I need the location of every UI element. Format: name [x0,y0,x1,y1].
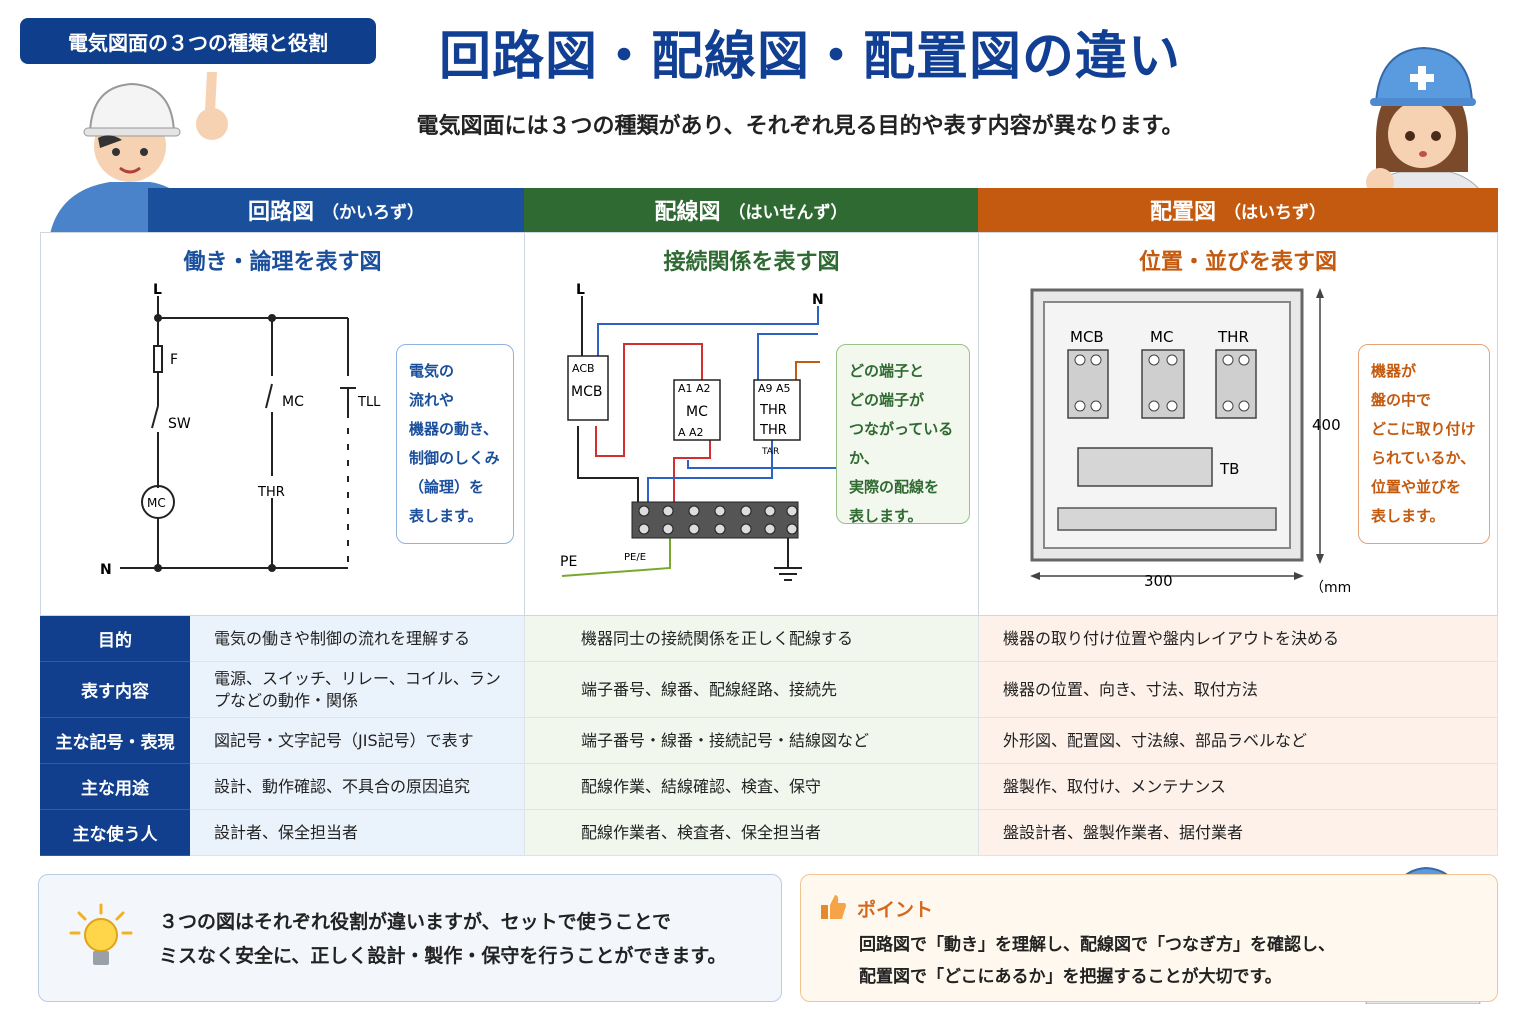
table-cell: 端子番号・線番・接続記号・結線図など [525,718,979,764]
table-cell: 機器の位置、向き、寸法、取付方法 [979,662,1498,718]
wiring-label-L: L [576,282,585,298]
circuit-reading: （かいろず） [322,202,424,223]
circuit-diagram-header: 回路図 （かいろず） [148,188,524,232]
circuit-label-MC-coil: MC [147,496,166,510]
page-subtitle: 電気図面には３つの種類があり、それぞれ見る目的や表す内容が異なります。 [416,114,1184,139]
layout-diagram-header: 配置図 （はいちず） [978,188,1498,232]
circuit-label-THR: THR [257,485,285,500]
table-cell: 端子番号、線番、配線経路、接続先 [525,662,979,718]
circuit-callout-line: 表します。 [409,507,483,525]
wiring-callout-line: どの端子が [849,391,925,409]
circuit-schematic: L N F SW MC MC THR TLL [100,282,381,578]
circuit-callout: 電気の 流れや 機器の動き、 制御のしくみ （論理）を 表します。 [396,344,514,544]
wiring-mc-bottom-terminals: A A2 [678,426,704,439]
circuit-label-SW: SW [168,416,191,432]
layout-callout-line: 位置や並びを [1371,478,1462,496]
topic-badge: 電気図面の３つの種類と役割 [20,18,376,64]
row-label-symbols: 主な記号・表現 [40,718,190,764]
table-cell: 電源、スイッチ、リレー、コイル、ランプなどの動作・関係 [190,662,525,718]
page-title: 回路図・配線図・配置図の違い [438,27,1181,87]
point-box: ポイント 回路図で「動き」を理解し、配線図で「つなぎ方」を確認し、 配置図で「ど… [800,874,1498,1002]
wiring-thr-bottom: TAR [761,447,779,457]
wiring-callout-line: 実際の配線を [849,478,940,496]
layout-reading: （はいちず） [1224,202,1326,223]
circuit-callout-line: （論理）を [409,478,485,496]
layout-callout: 機器が 盤の中で どこに取り付け られているか、 位置や並びを 表します。 [1358,344,1490,544]
wiring-callout-line: 表します。 [849,507,923,525]
layout-tagline: 位置・並びを表す図 [1138,250,1337,275]
layout-label-MCB: MCB [1070,328,1104,346]
row-label-purpose: 目的 [40,616,190,662]
comparison-table: 目的 電気の働きや制御の流れを理解する 機器同士の接続関係を正しく配線する 機器… [40,616,1498,856]
wiring-thr-label: THR [759,403,787,418]
table-cell: 機器同士の接続関係を正しく配線する [525,616,979,662]
wiring-label-N: N [812,292,824,308]
point-line: 配置図で「どこにあるか」を把握することが大切です。 [859,967,1282,987]
circuit-label-L: L [153,282,162,298]
wiring-mcb-terminals: ACB [572,362,595,375]
summary-box: ３つの図はそれぞれ役割が違いますが、セットで使うことで ミスなく安全に、正しく設… [38,874,782,1002]
table-cell: 図記号・文字記号（JIS記号）で表す [190,718,525,764]
layout-callout-line: 機器が [1371,362,1417,380]
layout-unit: （mm） [1310,580,1350,596]
table-cell: 電気の働きや制御の流れを理解する [190,616,525,662]
summary-line: ３つの図はそれぞれ役割が違いますが、セットで使うことで [159,911,672,933]
circuit-label-F: F [170,352,178,368]
summary-line: ミスなく安全に、正しく設計・製作・保守を行うことができます。 [159,945,727,967]
wiring-schematic: L N ACB MCB A1 A2 MC A A2 A9 A5 THR THR … [560,282,838,581]
row-label-users: 主な使う人 [40,810,190,856]
table-cell: 盤設計者、盤製作業者、据付業者 [979,810,1498,856]
wiring-callout-line: どの端子と [849,362,925,380]
table-cell: 盤製作、取付け、メンテナンス [979,764,1498,810]
wiring-heading: 配線図 [654,200,721,225]
circuit-callout-line: 流れや [409,391,455,409]
circuit-heading: 回路図 [247,200,314,225]
wiring-mc-terminals: A1 A2 [678,382,711,395]
point-title: ポイント [857,899,934,921]
wiring-thr-label-2: THR [759,423,787,438]
wiring-thr-terminals: A9 A5 [758,382,791,395]
table-cell: 外形図、配置図、寸法線、部品ラベルなど [979,718,1498,764]
circuit-callout-line: 機器の動き、 [409,420,498,438]
circuit-tagline: 働き・論理を表す図 [183,250,382,275]
layout-label-MC: MC [1150,328,1173,346]
row-label-uses: 主な用途 [40,764,190,810]
wiring-reading: （はいせんず） [728,202,848,223]
layout-callout-line: られているか、 [1371,449,1476,467]
circuit-callout-line: 電気の [409,362,455,380]
layout-schematic: MCB MC THR TB 400 300 （mm） [1030,288,1350,596]
layout-callout-line: 表します。 [1371,507,1445,525]
lightbulb-icon [69,903,133,965]
layout-label-THR: THR [1217,328,1249,346]
wiring-mcb-label: MCB [571,384,602,400]
wiring-tagline: 接続関係を表す図 [663,250,840,275]
circuit-label-MC: MC [282,394,304,410]
layout-heading: 配置図 [1149,200,1216,225]
table-cell: 配線作業、結線確認、検査、保守 [525,764,979,810]
wiring-diagram-header: 配線図 （はいせんず） [524,188,978,232]
wiring-callout-line: つながっているか、 [849,420,954,467]
table-cell: 配線作業者、検査者、保全担当者 [525,810,979,856]
wiring-mc-label: MC [686,404,708,420]
wiring-callout: どの端子と どの端子が つながっているか、 実際の配線を 表します。 [836,344,970,525]
table-cell: 機器の取り付け位置や盤内レイアウトを決める [979,616,1498,662]
circuit-label-N: N [100,562,112,578]
layout-callout-line: 盤の中で [1371,391,1432,409]
table-cell: 設計、動作確認、不具合の原因追究 [190,764,525,810]
thumbs-up-icon [821,895,846,919]
circuit-callout-line: 制御のしくみ [409,449,500,467]
layout-callout-line: どこに取り付け [1371,420,1476,438]
circuit-label-TLL: TLL [357,395,381,410]
wiring-label-PE: PE [560,554,577,570]
point-line: 回路図で「動き」を理解し、配線図で「つなぎ方」を確認し、 [859,935,1335,955]
table-cell: 設計者、保全担当者 [190,810,525,856]
wiring-pe-tag: PE/E [624,552,646,563]
layout-height-dimension: 400 [1312,416,1341,434]
layout-label-TB: TB [1219,460,1239,478]
row-label-content: 表す内容 [40,662,190,718]
layout-width-dimension: 300 [1144,572,1173,590]
